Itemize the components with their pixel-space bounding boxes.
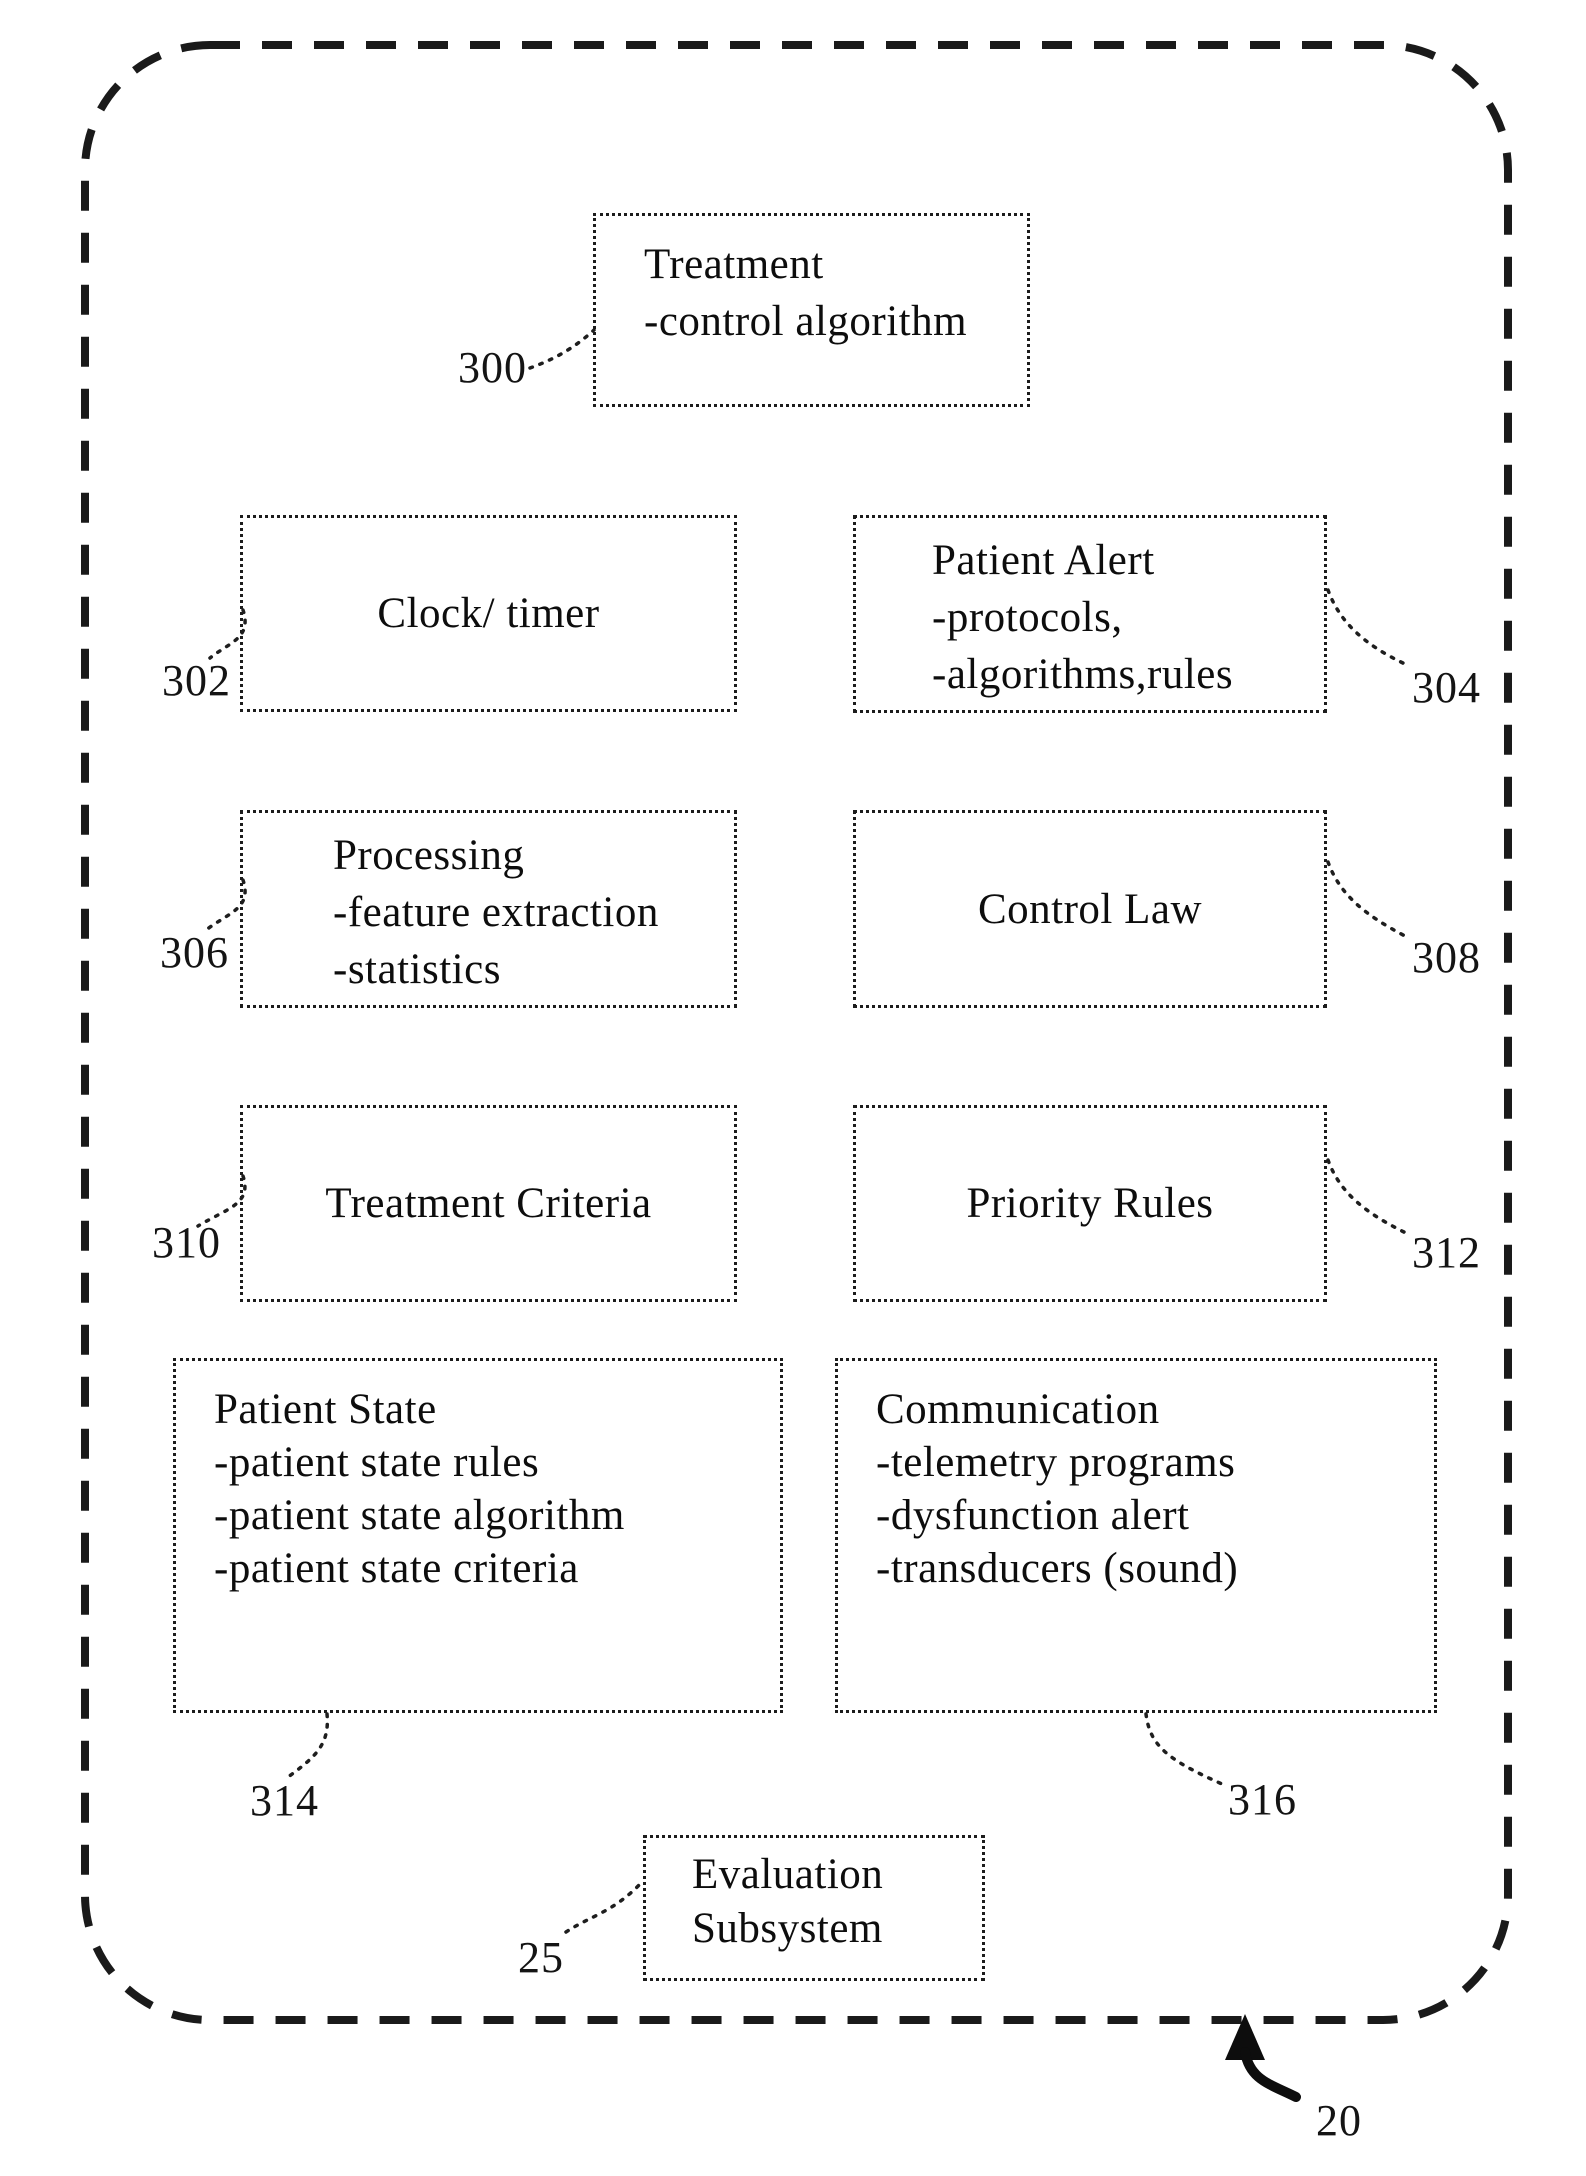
box-communication-line: -transducers (sound) xyxy=(876,1545,1239,1592)
ref-304: 304 xyxy=(1412,663,1481,712)
ref-316: 316 xyxy=(1228,1775,1297,1824)
box-patient-state: Patient State -patient state rules -pati… xyxy=(173,1358,783,1713)
box-patient-alert-line: Patient Alert xyxy=(932,537,1155,584)
box-evaluation-subsystem: Evaluation Subsystem xyxy=(643,1835,985,1981)
box-communication: Communication -telemetry programs -dysfu… xyxy=(835,1358,1437,1713)
box-treatment-criteria: Treatment Criteria xyxy=(240,1105,737,1302)
leader-line-25 xyxy=(564,1880,644,1934)
box-patient-state-line: -patient state rules xyxy=(214,1439,540,1486)
leader-line-300 xyxy=(528,328,596,370)
box-processing-line: -statistics xyxy=(333,946,501,993)
ref-302: 302 xyxy=(162,656,231,705)
ref-314: 314 xyxy=(250,1776,319,1825)
leader-line-304 xyxy=(1326,588,1407,666)
leader-line-314 xyxy=(282,1712,330,1782)
box-patient-alert: Patient Alert -protocols, -algorithms,ru… xyxy=(853,515,1327,713)
ref-25: 25 xyxy=(518,1933,564,1982)
ref-20: 20 xyxy=(1316,2096,1362,2145)
box-clock-timer: Clock/ timer xyxy=(240,515,737,712)
box-priority-rules-line: Priority Rules xyxy=(966,1180,1214,1227)
box-communication-line: Communication xyxy=(876,1386,1160,1433)
box-treatment-line: -control algorithm xyxy=(644,298,968,345)
subsystem-dashed-boundary xyxy=(81,41,1512,2024)
box-processing: Processing -feature extraction -statisti… xyxy=(240,810,737,1008)
ref-308: 308 xyxy=(1412,933,1481,982)
leader-line-310 xyxy=(196,1174,247,1228)
arrow-20-pointer xyxy=(1225,2014,1301,2102)
leader-line-312 xyxy=(1326,1158,1410,1236)
box-treatment-line: Treatment xyxy=(644,241,824,288)
ref-312: 312 xyxy=(1412,1228,1481,1277)
box-patient-state-line: Patient State xyxy=(214,1386,437,1433)
box-processing-line: Processing xyxy=(333,832,525,879)
ref-300: 300 xyxy=(458,343,527,392)
box-communication-line: -dysfunction alert xyxy=(876,1492,1190,1539)
leader-line-302 xyxy=(208,608,247,660)
leader-line-306 xyxy=(204,878,247,932)
box-patient-alert-line: -algorithms,rules xyxy=(932,651,1234,698)
box-clock-timer-line: Clock/ timer xyxy=(377,590,600,637)
box-patient-state-line: -patient state algorithm xyxy=(214,1492,625,1539)
box-treatment-criteria-line: Treatment Criteria xyxy=(325,1180,652,1227)
box-patient-state-line: -patient state criteria xyxy=(214,1545,579,1592)
box-treatment: Treatment -control algorithm xyxy=(593,213,1030,407)
ref-310: 310 xyxy=(152,1218,221,1267)
box-processing-line: -feature extraction xyxy=(333,889,659,936)
box-control-law-line: Control Law xyxy=(977,885,1203,933)
box-control-law: Control Law xyxy=(853,810,1327,1008)
box-evaluation-subsystem-line: Evaluation xyxy=(692,1851,884,1898)
box-evaluation-subsystem-line: Subsystem xyxy=(692,1905,883,1952)
box-patient-alert-line: -protocols, xyxy=(932,594,1123,641)
box-priority-rules: Priority Rules xyxy=(853,1105,1327,1302)
box-communication-line: -telemetry programs xyxy=(876,1439,1236,1486)
ref-306: 306 xyxy=(160,928,229,977)
leader-line-308 xyxy=(1326,860,1407,938)
leader-line-316 xyxy=(1144,1712,1224,1786)
